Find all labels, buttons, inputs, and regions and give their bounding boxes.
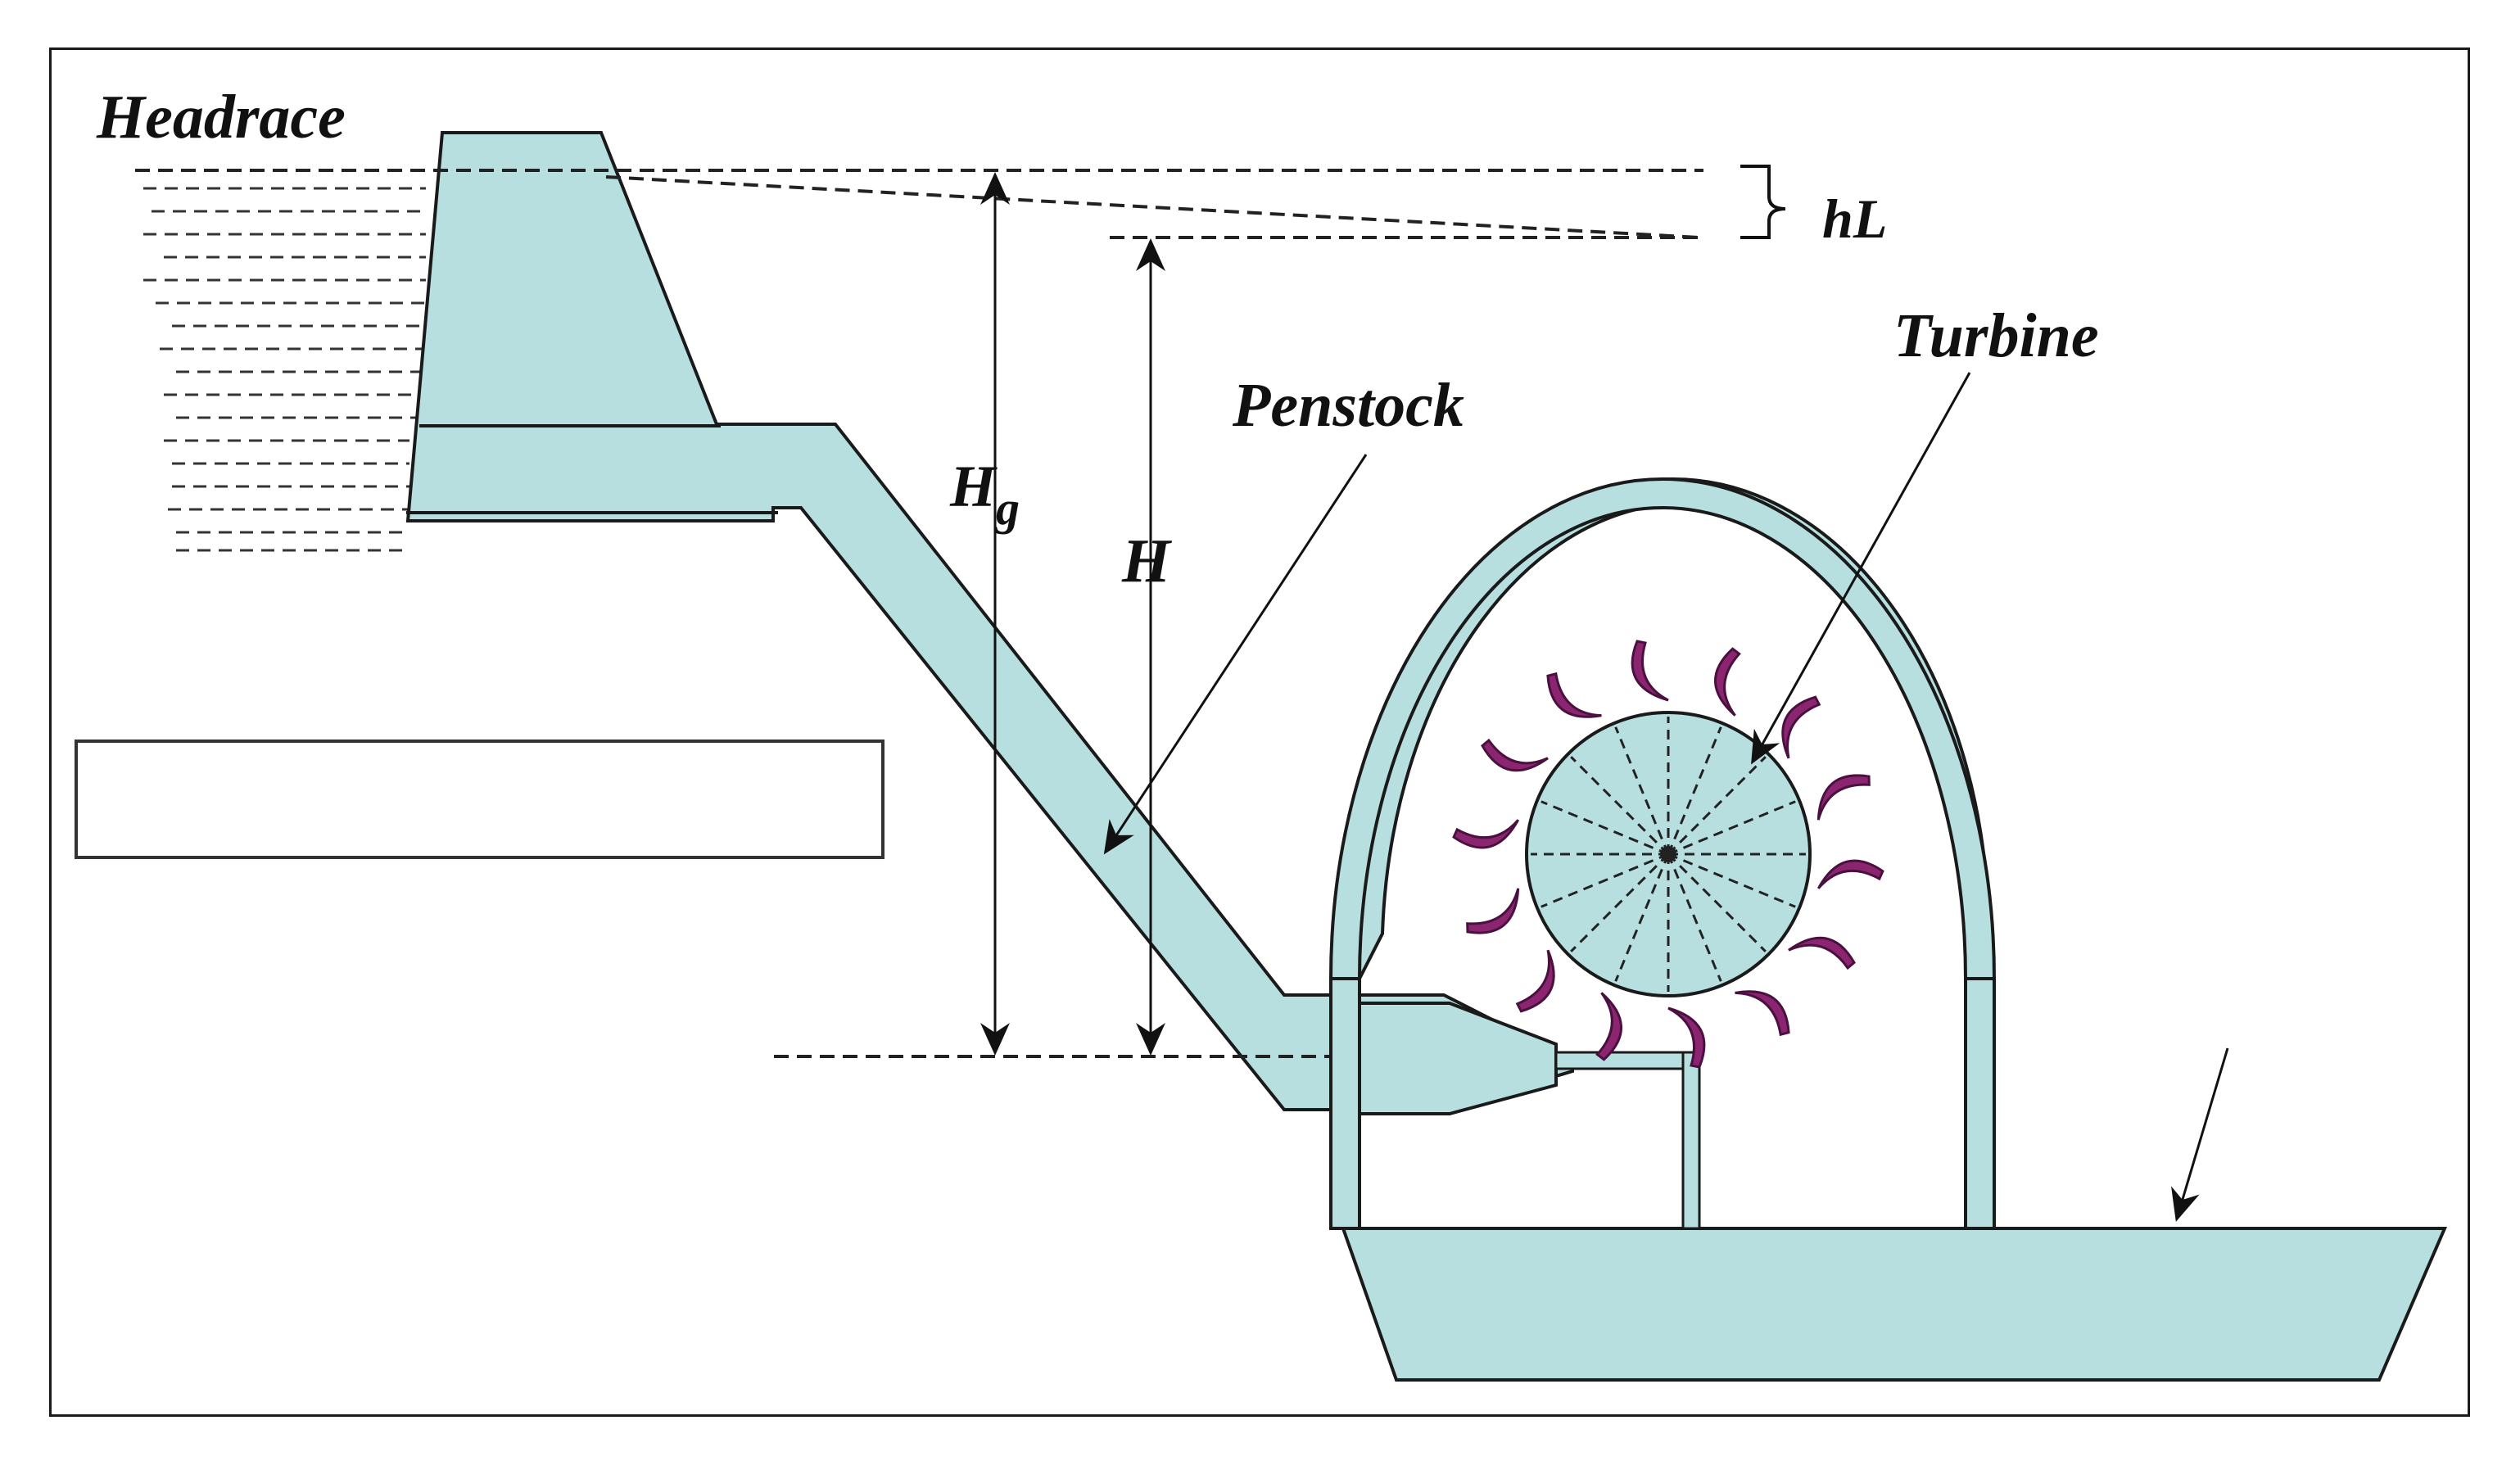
runner-spoke: [1614, 726, 1670, 855]
runner-spokes: [1531, 717, 1806, 992]
reservoir-water: [143, 187, 426, 552]
runner-spoke: [1541, 800, 1669, 856]
turbine-bucket: [1481, 738, 1549, 772]
runner-spoke: [1614, 853, 1670, 982]
runner-hub: [1660, 846, 1676, 862]
turbine-bucket: [1546, 672, 1602, 718]
tailrace-leader-arrow: [2171, 1047, 2229, 1222]
turbine-shaft-support: [1681, 1051, 1701, 1230]
turbine-bucket: [1515, 949, 1555, 1013]
runner-spoke: [1667, 800, 1796, 856]
housing-leg-right: [1964, 977, 1996, 1230]
turbine-bucket: [1816, 859, 1884, 889]
turbine-buckets: [1452, 640, 1884, 1069]
net-head-label: H: [1121, 527, 1173, 595]
penstock-label: Penstock: [1232, 371, 1464, 440]
turbine-label: Turbine: [1893, 301, 2099, 370]
turbine-bucket: [1667, 1006, 1706, 1069]
runner-spoke: [1667, 726, 1722, 855]
headrace-label: Headrace: [96, 83, 346, 152]
runner-spoke: [1667, 853, 1796, 908]
turbine-bucket: [1714, 647, 1741, 717]
turbine-bucket: [1452, 819, 1520, 849]
turbine-bucket: [1816, 774, 1871, 821]
housing-leg-left: [1329, 977, 1361, 1230]
turbine-leader-arrow: [1751, 372, 1971, 765]
penstock-leader-arrow: [1103, 454, 1368, 855]
turbine-bucket: [1781, 695, 1821, 759]
gross-head-label: Hg: [949, 454, 1020, 535]
dam-icon: [405, 131, 1574, 1111]
runner-spoke: [1667, 853, 1722, 982]
jet-pipe: [1554, 1051, 1701, 1070]
energy-grade-line: [605, 175, 1700, 239]
tailrace-basin: [1341, 1227, 2448, 1382]
runner-spoke: [1570, 756, 1670, 856]
gross-head-symbol: H: [949, 454, 998, 519]
gross-head-subscript: g: [994, 482, 1020, 535]
blank-label-box: [75, 740, 884, 859]
runner-spoke: [1667, 756, 1767, 856]
turbine-bucket: [1595, 992, 1622, 1061]
runner-spoke: [1570, 853, 1670, 952]
nozzle: [1358, 1002, 1558, 1115]
turbine-bucket: [1631, 640, 1669, 702]
turbine-bucket: [1788, 936, 1856, 970]
housing-arch: [1328, 477, 1997, 980]
head-loss-label: hL: [1822, 188, 1887, 250]
turbine-bucket: [1735, 990, 1790, 1037]
runner-spoke: [1667, 853, 1767, 952]
runner-spoke: [1541, 853, 1669, 908]
turbine-bucket: [1466, 888, 1520, 934]
head-loss-brace: [1740, 165, 1786, 239]
